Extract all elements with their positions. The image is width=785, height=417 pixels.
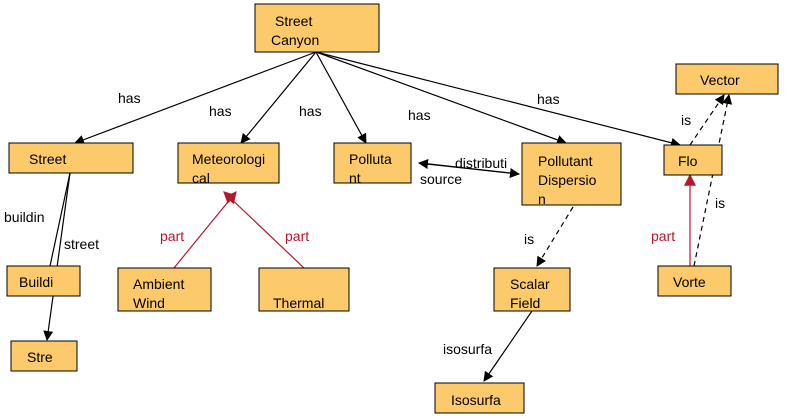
edge-has-street (74, 51, 317, 145)
node-pollutant-line1: Polluta (349, 151, 392, 167)
label-part-ambient: part (160, 228, 184, 244)
node-vector-label: Vector (700, 72, 740, 88)
label-is-scalar: is (524, 231, 534, 247)
node-isosurface: Isosurfa (434, 382, 525, 414)
edge-part-ambient (173, 191, 237, 269)
label-has-pollutant: has (299, 103, 322, 119)
node-flow-label: Flo (678, 153, 698, 169)
node-thermal-label: Thermal (273, 295, 324, 311)
node-street-canyon-line1: Street (275, 13, 312, 29)
node-pollutant-dispersion-line1: Pollutant (538, 153, 593, 169)
node-vortex: Vorte (657, 265, 732, 297)
node-pollutant-dispersion-line2: Dispersio (538, 172, 597, 188)
node-street-lower: Stre (10, 340, 78, 372)
label-has-flow: has (537, 91, 560, 107)
node-pollutant-dispersion-line3: n (538, 191, 546, 207)
edge-is-vortex-vector (693, 94, 733, 267)
node-meteorological-line2: cal (192, 170, 210, 186)
label-source: source (420, 171, 462, 187)
node-pollutant-dispersion: Pollutant Dispersio n (521, 142, 622, 207)
label-building: buildin (4, 209, 44, 225)
label-has-street: has (118, 90, 141, 106)
node-meteorological: Meteorologi cal (177, 142, 280, 186)
label-has-meteorological: has (209, 103, 232, 119)
edge-has-pollutant (315, 51, 367, 144)
edge-distribution (418, 159, 520, 178)
node-building-label: Buildi (19, 274, 53, 290)
node-street-canyon: Street Canyon (254, 3, 380, 53)
edge-is-flow-vector (689, 94, 725, 146)
edge-isosurface (483, 310, 533, 382)
label-isosurface: isosurfa (443, 341, 492, 357)
edge-street (43, 172, 71, 341)
edge-building (49, 172, 71, 267)
edge-part-thermal (223, 191, 305, 269)
node-building: Buildi (6, 265, 81, 297)
node-vortex-label: Vorte (673, 274, 706, 290)
node-street-label: Street (29, 151, 66, 167)
label-distribution: distributi (455, 155, 507, 171)
node-thermal: Thermal (258, 267, 350, 312)
node-vector: Vector (675, 63, 779, 95)
label-is-vortex-vector: is (715, 195, 725, 211)
node-isosurface-label: Isosurfa (451, 392, 501, 408)
node-ambient-wind-line1: Ambient (133, 276, 184, 292)
label-is-flow-vector: is (681, 112, 691, 128)
node-street: Street (8, 142, 134, 174)
node-flow: Flo (663, 144, 723, 176)
edge-is-scalar (536, 206, 574, 267)
edge-has-dispersion (315, 51, 567, 145)
edge-has-flow (315, 51, 681, 148)
label-part-thermal: part (285, 228, 309, 244)
node-pollutant: Polluta nt (333, 142, 412, 186)
edge-has-meteorological (240, 51, 317, 144)
node-ambient-wind-line2: Wind (133, 295, 165, 311)
node-scalar-field-line2: Field (510, 295, 540, 311)
node-scalar-field: Scalar Field (493, 267, 571, 312)
node-pollutant-line2: nt (349, 170, 361, 186)
node-meteorological-line1: Meteorologi (192, 151, 265, 167)
node-ambient-wind: Ambient Wind (117, 267, 212, 312)
edge-labels: has has has has has buildin street part … (4, 90, 725, 357)
label-has-dispersion: has (408, 107, 431, 123)
node-street-canyon-line2: Canyon (271, 32, 319, 48)
node-street-lower-label: Stre (27, 349, 53, 365)
label-street: street (64, 236, 99, 252)
label-part-vortex: part (651, 228, 675, 244)
node-scalar-field-line1: Scalar (510, 276, 550, 292)
edges (43, 51, 733, 382)
